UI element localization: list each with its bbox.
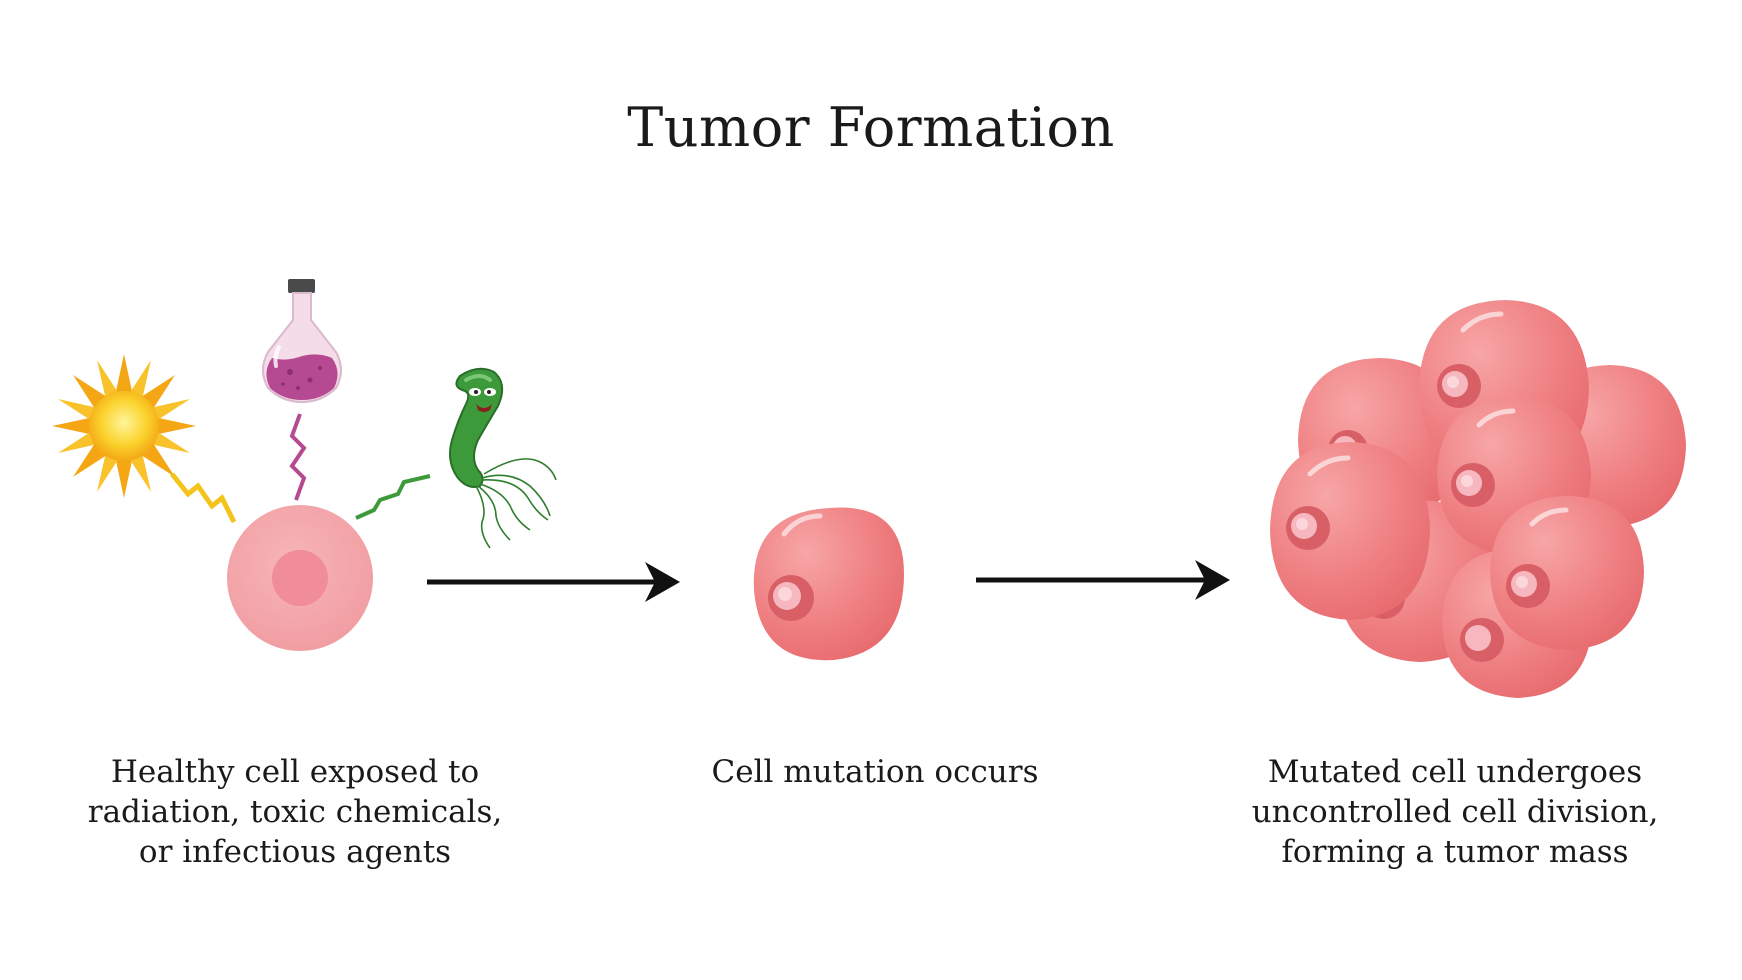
mutated-cell bbox=[753, 507, 904, 661]
sun-icon bbox=[52, 354, 196, 498]
chemical-flask-icon bbox=[262, 279, 342, 404]
caption-line: Mutated cell undergoes bbox=[1267, 754, 1643, 790]
tumor-cell bbox=[1270, 442, 1430, 620]
bacteria-icon bbox=[449, 367, 557, 549]
tumor-mass bbox=[1270, 300, 1686, 698]
healthy-cell bbox=[227, 505, 373, 651]
infection-zigzag bbox=[355, 474, 431, 520]
tumor-cell bbox=[1490, 496, 1644, 650]
radiation-zigzag bbox=[170, 472, 237, 524]
caption-line: Cell mutation occurs bbox=[711, 754, 1039, 790]
caption-stage-1: Healthy cell exposed to radiation, toxic… bbox=[60, 752, 530, 872]
progression-arrow-1 bbox=[427, 562, 680, 602]
chemical-zigzag bbox=[289, 413, 307, 501]
caption-stage-3: Mutated cell undergoes uncontrolled cell… bbox=[1235, 752, 1675, 872]
caption-line: radiation, toxic chemicals, bbox=[87, 794, 503, 830]
caption-line: uncontrolled cell division, bbox=[1251, 794, 1659, 830]
caption-line: Healthy cell exposed to bbox=[110, 754, 480, 790]
caption-stage-2: Cell mutation occurs bbox=[660, 752, 1090, 792]
diagram-title: Tumor Formation bbox=[627, 96, 1115, 159]
progression-arrow-2 bbox=[976, 560, 1230, 600]
caption-line: or infectious agents bbox=[138, 834, 452, 870]
caption-line: forming a tumor mass bbox=[1281, 834, 1629, 870]
